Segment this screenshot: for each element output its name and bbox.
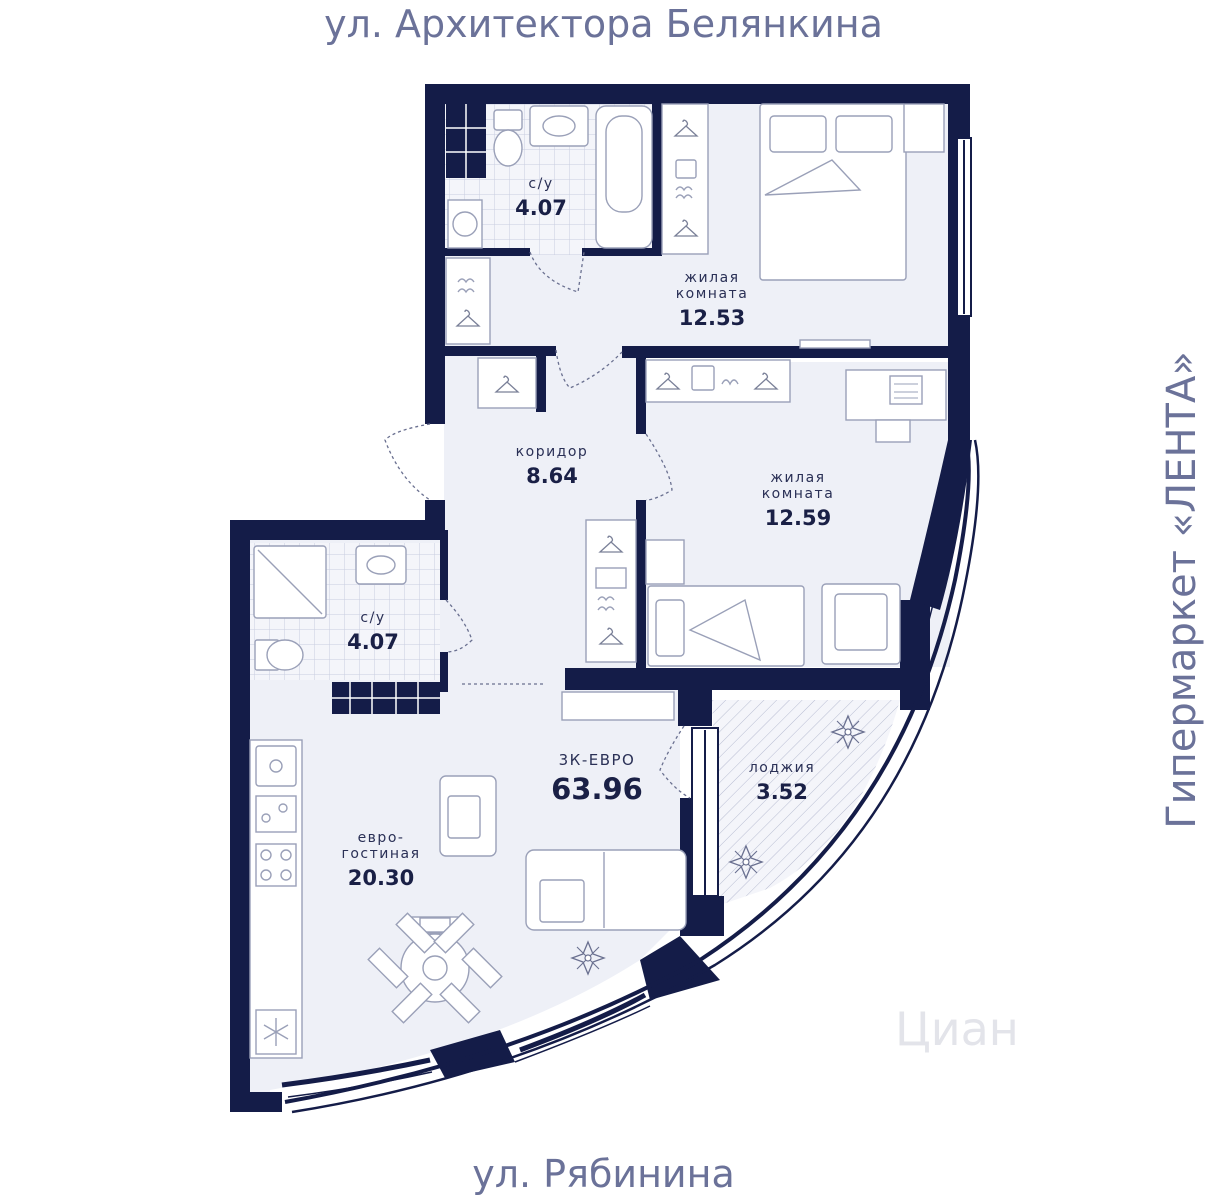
- watermark: Циан: [895, 1002, 1019, 1056]
- room-area: 4.07: [347, 630, 399, 654]
- room-name: коридор: [515, 444, 589, 460]
- room-label-living: евро- гостиная 20.30: [341, 830, 420, 890]
- street-name-top: ул. Архитектора Белянкина: [324, 2, 883, 46]
- room-name: лоджия: [748, 760, 816, 776]
- room-label-bath-left: с/у 4.07: [347, 610, 399, 654]
- room-name: жилая комната: [761, 470, 835, 502]
- apartment-type: 3К-ЕВРО: [558, 751, 636, 769]
- apartment-summary: 3К-ЕВРО 63.96: [551, 752, 643, 806]
- room-label-bedroom-mid: жилая комната 12.59: [762, 470, 835, 530]
- room-label-loggia: лоджия 3.52: [749, 760, 815, 804]
- doors: [384, 251, 691, 799]
- street-name-bottom: ул. Рябинина: [472, 1152, 735, 1196]
- furniture: [249, 103, 947, 1059]
- room-name: с/у: [528, 176, 554, 192]
- room-name: с/у: [360, 610, 386, 626]
- room-name: евро- гостиная: [341, 830, 421, 862]
- room-area: 8.64: [526, 464, 578, 488]
- room-label-bath-top: с/у 4.07: [515, 176, 567, 220]
- room-name: жилая комната: [675, 270, 749, 302]
- room-label-corridor: коридор 8.64: [516, 444, 589, 488]
- room-label-bedroom-top: жилая комната 12.53: [676, 270, 749, 330]
- room-area: 4.07: [515, 196, 567, 220]
- windows: [281, 137, 972, 1098]
- room-area: 12.59: [764, 506, 832, 530]
- room-area: 12.53: [678, 306, 746, 330]
- apartment-total-area: 63.96: [551, 772, 643, 806]
- room-area: 3.52: [756, 780, 808, 804]
- room-area: 20.30: [347, 866, 415, 890]
- curved-facade: [284, 439, 980, 1114]
- walls: [230, 84, 972, 1112]
